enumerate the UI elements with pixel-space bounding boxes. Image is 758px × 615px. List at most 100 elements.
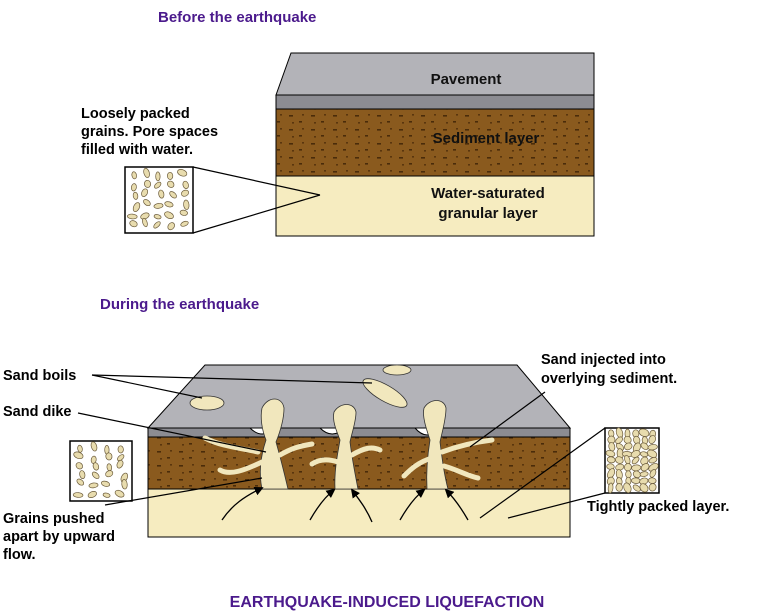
grain	[153, 203, 164, 209]
loose-grains-icon	[127, 167, 190, 231]
grain	[169, 191, 177, 199]
sand-dike-label: Sand dike	[3, 404, 72, 420]
grain	[638, 428, 650, 437]
injected-label-line2: overlying sediment.	[541, 371, 677, 387]
grain	[131, 171, 137, 180]
granular-label-line1: Water-saturated	[431, 185, 545, 202]
pavement-side-during	[147, 427, 571, 438]
sediment-layer-during	[147, 436, 571, 490]
sand-boil-2	[362, 378, 408, 408]
grain	[181, 189, 189, 197]
grain	[77, 444, 83, 453]
grain	[640, 463, 650, 472]
grains-label-line2: apart by upward	[3, 529, 115, 545]
tight-grains-icon	[605, 427, 659, 494]
before-title: Before the earthquake	[158, 9, 316, 26]
sand-boils-label: Sand boils	[3, 368, 76, 384]
grain	[100, 480, 111, 487]
grain	[167, 171, 174, 180]
grain	[140, 212, 150, 220]
grain	[605, 450, 616, 457]
grain	[631, 477, 641, 484]
grain	[648, 483, 657, 492]
grain	[116, 459, 124, 469]
grain	[131, 183, 137, 192]
grain	[117, 445, 124, 454]
granular-label-line2: granular layer	[438, 205, 537, 222]
before-block: Pavement Sediment layer Water-saturated …	[275, 52, 595, 237]
grain	[105, 470, 114, 478]
sand-dike-1	[259, 398, 289, 490]
grain	[127, 213, 138, 220]
grain	[144, 179, 151, 188]
grain	[647, 477, 657, 484]
grain	[183, 199, 190, 210]
packed-layer	[147, 488, 571, 538]
grain	[132, 191, 139, 200]
diagram-caption: EARTHQUAKE-INDUCED LIQUEFACTION	[230, 594, 545, 611]
grain	[102, 492, 111, 498]
sand-boil-1	[189, 395, 225, 411]
grain	[648, 435, 656, 444]
grain	[114, 489, 125, 498]
grain	[72, 492, 84, 498]
grain	[624, 463, 632, 472]
grain	[623, 435, 632, 444]
before-callout: Loosely packed grains. Pore spaces fille…	[81, 106, 321, 234]
grain	[631, 464, 642, 472]
callout-line3: filled with water.	[81, 142, 193, 158]
grain	[90, 441, 98, 452]
grain	[640, 451, 649, 458]
grain	[623, 442, 633, 451]
sediment-label: Sediment layer	[433, 130, 540, 147]
grain	[631, 456, 640, 465]
grain	[164, 201, 174, 208]
grain	[105, 452, 113, 461]
grain	[142, 217, 148, 228]
granular-layer	[275, 175, 595, 237]
during-title: During the earthquake	[100, 296, 259, 313]
during-labels: Sand boils Sand dike Grains pushed apart…	[3, 352, 729, 563]
grain	[141, 188, 149, 197]
grain	[182, 180, 189, 189]
grain	[153, 214, 162, 220]
grain	[647, 444, 658, 451]
grain	[648, 457, 658, 464]
grain	[153, 221, 161, 229]
grain	[615, 483, 623, 492]
grain	[73, 451, 84, 460]
tightly-packed-label: Tightly packed layer.	[587, 499, 729, 515]
sediment-layer	[275, 108, 595, 177]
grain	[615, 456, 624, 464]
grain	[647, 449, 658, 458]
pavement-side	[275, 94, 595, 110]
callout-line1: Loosely packed	[81, 106, 190, 122]
grain	[143, 167, 150, 178]
during-block	[146, 364, 572, 538]
sand-boil-3	[382, 364, 412, 376]
grain	[75, 462, 83, 470]
grain	[177, 169, 188, 177]
grain	[632, 484, 641, 492]
grain	[167, 222, 175, 231]
pavement-label: Pavement	[431, 71, 502, 88]
grain	[79, 470, 86, 479]
grain	[129, 220, 138, 228]
callout-line2: grains. Pore spaces	[81, 124, 218, 140]
grain	[155, 171, 161, 182]
grain	[164, 211, 174, 219]
grain	[158, 189, 165, 199]
sand-dike-2	[333, 404, 359, 490]
injected-label-line1: Sand injected into	[541, 352, 666, 368]
grain	[154, 181, 162, 189]
grain	[649, 469, 657, 478]
loose-grains-during-icon	[72, 441, 128, 498]
grain	[88, 482, 99, 489]
grains-label-line1: Grains pushed	[3, 511, 105, 527]
grain	[615, 436, 623, 444]
grain	[167, 180, 175, 188]
grain	[639, 483, 649, 493]
grain	[143, 199, 151, 207]
grain	[87, 491, 97, 498]
